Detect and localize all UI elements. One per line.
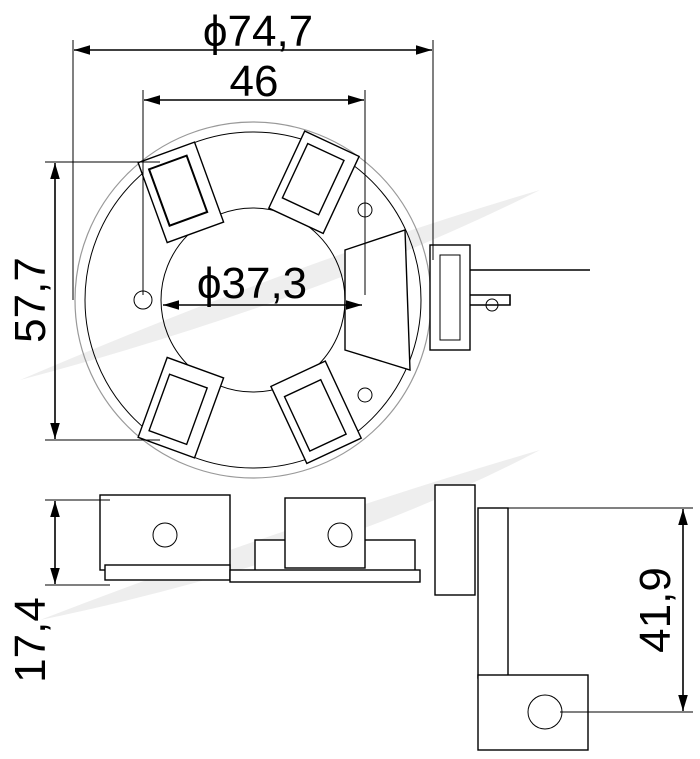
brush-holder [137,141,225,244]
dimension-label: 46 [230,57,279,106]
brush-holder [269,360,363,465]
dimension-label: ϕ37,3 [197,259,307,308]
dimension-terminal-height: 41,9 [505,507,693,713]
dimension-inner-diameter: ϕ37,3 [163,259,362,310]
dimension-outer-diameter: ϕ74,7 [72,7,434,300]
side-view [99,484,589,751]
dimension-holder-span: 46 [142,57,366,295]
brush-holder [267,130,361,235]
connector [429,244,471,351]
dimension-label: 41,9 [631,567,680,653]
terminal-tab [470,269,590,306]
dimension-label: ϕ74,7 [203,7,313,56]
terminal-plate [477,507,509,679]
brush-holder [137,356,225,459]
dimension-height-top: 57,7 [6,161,160,441]
dimension-label: 57,7 [6,257,55,343]
connector-side [434,484,476,596]
top-view [74,121,590,479]
terminal-block [344,229,411,371]
dimension-label: 17,4 [6,597,55,683]
dimension-height-side: 17,4 [6,499,110,683]
